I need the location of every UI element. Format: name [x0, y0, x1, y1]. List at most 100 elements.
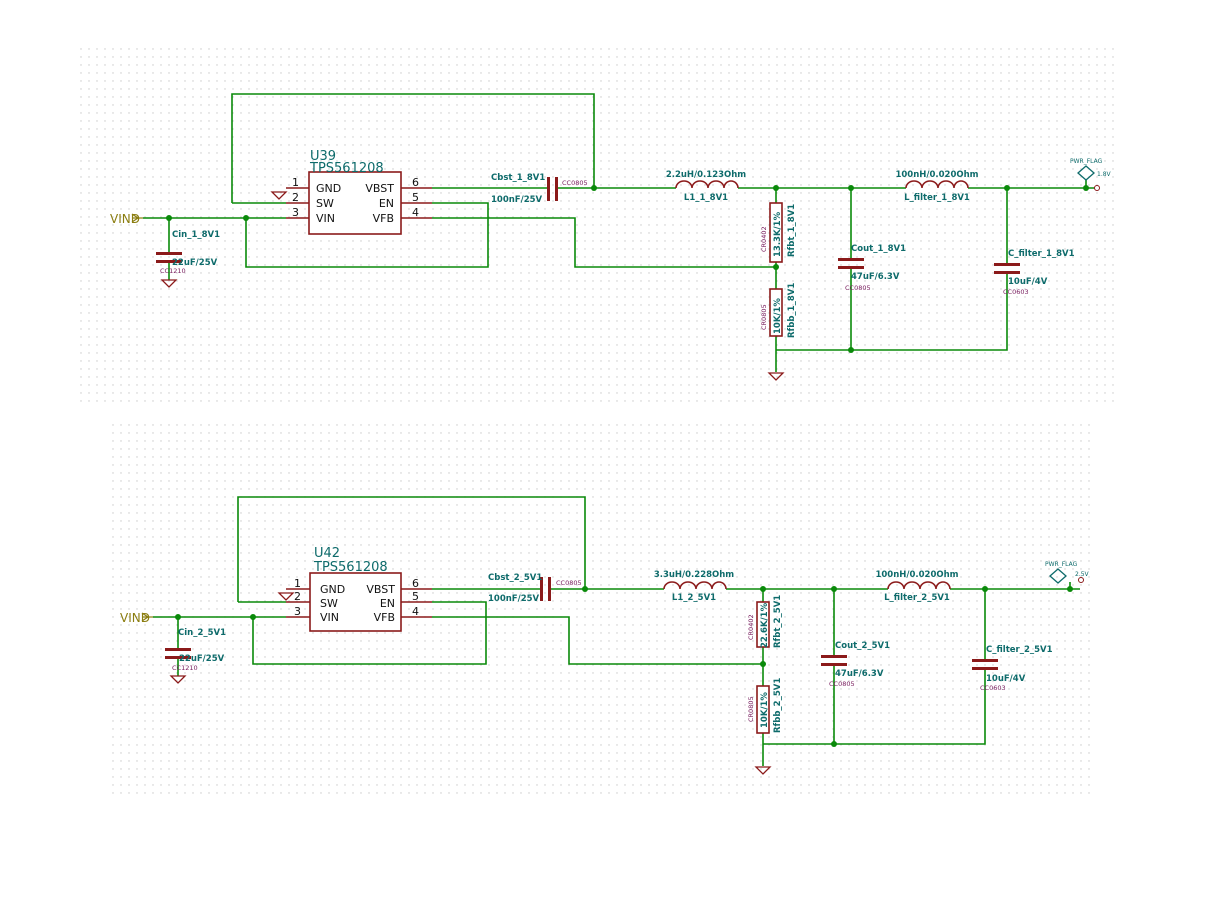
component-value: 10K/1% [760, 692, 770, 728]
pwr-flag-icon[interactable]: PWR_FLAG [1070, 158, 1103, 181]
pin-number: 4 [412, 605, 419, 618]
sheet-area-bottom [108, 424, 1096, 799]
pin-name: VIN [320, 611, 339, 624]
component-value: 10uF/4V [986, 674, 1026, 684]
capacitor-cin-1[interactable]: Cin_1_8V1 22uF/25V CC1210 [156, 230, 220, 280]
inductor-l1-1[interactable]: 2.2uH/0.123Ohm L1_1_8V1 [666, 170, 746, 203]
component-value: 100nF/25V [488, 594, 540, 604]
pwr-flag-icon[interactable]: PWR_FLAG [1045, 561, 1078, 584]
net-label-vind[interactable]: VIND [120, 611, 153, 625]
capacitor-cbst-1[interactable]: Cbst_1_8V1 100nF/25V CC0805 [491, 173, 588, 205]
ground-icon [270, 191, 288, 200]
pin-name: EN [380, 597, 395, 610]
pin-name: VIN [316, 212, 335, 225]
pin-name: VFB [374, 611, 395, 624]
pin-name: VFB [373, 212, 394, 225]
pin-number: 5 [412, 590, 419, 603]
component-ref: L1_2_5V1 [672, 593, 716, 603]
rail-label: 1.8V [1097, 171, 1112, 178]
component-ref: C_filter_2_5V1 [986, 645, 1053, 655]
ic-u39[interactable]: U39 TPS561208 1 2 3 GND SW VIN 6 5 4 VBS… [286, 149, 432, 235]
component-ref: L_filter_2_5V1 [884, 593, 950, 603]
ic-u42[interactable]: U42 TPS561208 1 2 3 GND SW VIN 6 5 4 VBS… [286, 546, 432, 632]
component-value: 22.6K/1% [760, 602, 770, 648]
pin-name: VBST [365, 182, 394, 195]
ic-ref: U42 [314, 546, 340, 561]
inductor-l1-2[interactable]: 3.3uH/0.228Ohm L1_2_5V1 [654, 570, 734, 603]
pin-number: 6 [412, 577, 419, 590]
component-value: 100nH/0.020Ohm [875, 570, 958, 580]
pin-number: 3 [294, 605, 301, 618]
capacitor-cbst-2[interactable]: Cbst_2_5V1 100nF/25V CC0805 [488, 573, 582, 604]
component-ref: Cout_2_5V1 [835, 641, 890, 651]
power-rail-1[interactable]: 1.8V [1094, 171, 1112, 191]
component-value: 2.2uH/0.123Ohm [666, 170, 746, 180]
ic-value: TPS561208 [313, 560, 388, 575]
component-footprint: CR0402 [747, 614, 755, 640]
pin-number: 2 [294, 590, 301, 603]
component-ref: Cin_1_8V1 [172, 230, 220, 240]
capacitor-cout-2[interactable]: Cout_2_5V1 47uF/6.3V CC0805 [821, 641, 890, 688]
component-ref: C_filter_1_8V1 [1008, 249, 1075, 259]
component-ref: Rfbt_2_5V1 [773, 595, 783, 648]
component-footprint: CC0805 [562, 179, 588, 187]
component-footprint: CC0603 [980, 684, 1006, 692]
sheet-area-top [75, 42, 1117, 404]
ic-value: TPS561208 [309, 161, 384, 176]
net-name: VIND [120, 611, 150, 625]
pin-number: 4 [412, 206, 419, 219]
ground-icon [277, 592, 295, 601]
ground-icon [767, 372, 785, 381]
pin-number: 6 [412, 176, 419, 189]
resistor-rfbt-1[interactable]: 13.3K/1% Rfbt_1_8V1 CR0402 [760, 202, 797, 263]
pin-name: GND [316, 182, 341, 195]
rail-label: 2.5V [1075, 571, 1090, 578]
capacitor-cout-1[interactable]: Cout_1_8V1 47uF/6.3V CC0805 [838, 244, 906, 292]
component-value: 47uF/6.3V [851, 272, 900, 282]
power-rail-2[interactable]: 2.5V [1075, 571, 1090, 583]
flag-label: PWR_FLAG [1045, 561, 1078, 568]
pin-name: GND [320, 583, 345, 596]
circuit-2: U42 TPS561208 1 2 3 GND SW VIN 6 5 4 VBS… [120, 496, 1090, 775]
inductor-lfilter-1[interactable]: 100nH/0.020Ohm L_filter_1_8V1 [895, 170, 978, 203]
component-value: 10K/1% [773, 298, 783, 334]
component-ref: Rfbt_1_8V1 [787, 204, 797, 257]
component-footprint: CC1210 [172, 664, 198, 672]
component-footprint: CR0805 [747, 696, 755, 722]
flag-label: PWR_FLAG [1070, 158, 1103, 165]
component-ref: L_filter_1_8V1 [904, 193, 970, 203]
ground-icon [160, 279, 178, 288]
pin-number: 3 [292, 206, 299, 219]
component-value: 22uF/25V [179, 654, 225, 664]
component-ref: Rfbb_1_8V1 [787, 283, 797, 338]
net-label-vind[interactable]: VIND [110, 212, 143, 226]
resistor-rfbb-1[interactable]: 10K/1% Rfbb_1_8V1 CR0805 [760, 283, 797, 338]
ground-icon [754, 766, 772, 775]
capacitor-cfilter-2[interactable]: C_filter_2_5V1 10uF/4V CC0603 [972, 645, 1053, 692]
net-name: VIND [110, 212, 140, 226]
component-footprint: CC0805 [556, 579, 582, 587]
junctions-2 [175, 586, 1073, 747]
component-footprint: CR0402 [760, 226, 768, 252]
component-footprint: CC1210 [160, 267, 186, 275]
component-ref: L1_1_8V1 [684, 193, 728, 203]
component-footprint: CC0805 [845, 284, 871, 292]
ground-icon [169, 675, 187, 684]
capacitor-cfilter-1[interactable]: C_filter_1_8V1 10uF/4V CC0603 [994, 249, 1075, 296]
resistor-rfbb-2[interactable]: 10K/1% Rfbb_2_5V1 CR0805 [747, 678, 783, 734]
pin-number: 1 [292, 176, 299, 189]
component-ref: Cbst_2_5V1 [488, 573, 542, 583]
component-value: 47uF/6.3V [835, 669, 884, 679]
pin-number: 2 [292, 191, 299, 204]
component-value: 100nH/0.020Ohm [895, 170, 978, 180]
component-footprint: CC0805 [829, 680, 855, 688]
component-value: 22uF/25V [172, 258, 218, 268]
resistor-rfbt-2[interactable]: 22.6K/1% Rfbt_2_5V1 CR0402 [747, 595, 783, 648]
component-ref: Cin_2_5V1 [178, 628, 226, 638]
circuit-1: U39 TPS561208 1 2 3 GND SW VIN 6 5 4 VBS… [110, 93, 1112, 381]
capacitor-cin-2[interactable]: Cin_2_5V1 22uF/25V CC1210 [165, 628, 226, 676]
component-ref: Cout_1_8V1 [851, 244, 906, 254]
component-footprint: CC0603 [1003, 288, 1029, 296]
inductor-lfilter-2[interactable]: 100nH/0.020Ohm L_filter_2_5V1 [875, 570, 958, 603]
